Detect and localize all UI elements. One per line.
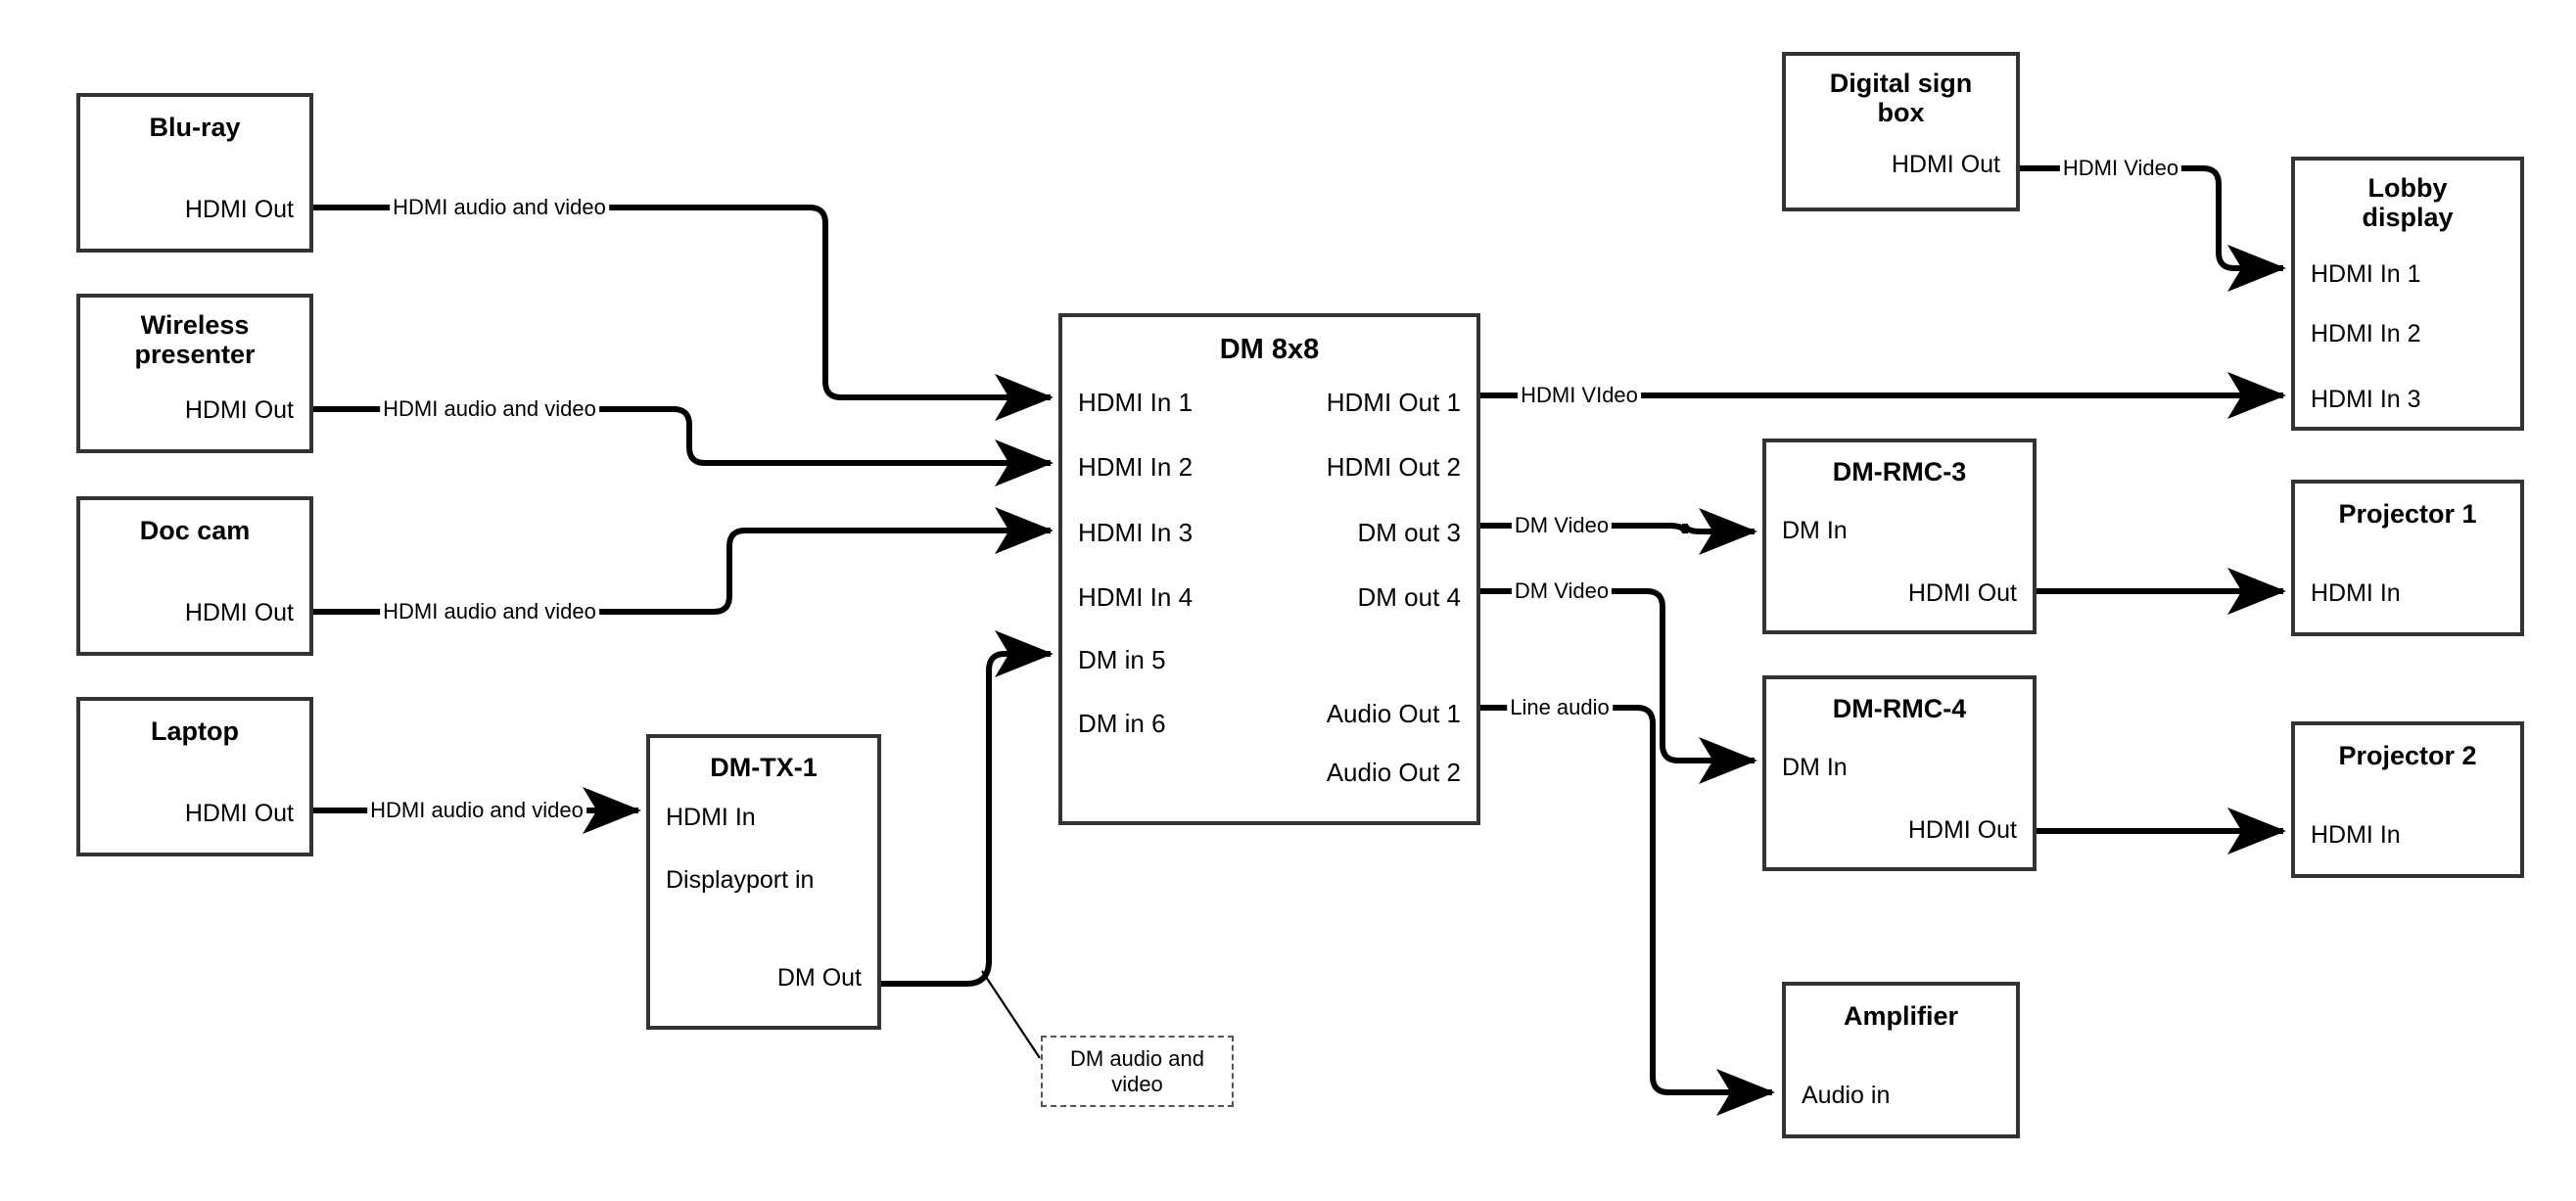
wire-label-blu-ray-hdmi-av: HDMI audio and video — [390, 195, 609, 220]
node-digital-sign-box[interactable]: Digital sign box HDMI Out — [1782, 52, 2020, 211]
port-projector-2-hdmi-in[interactable]: HDMI In — [2311, 821, 2401, 849]
port-dm-8x8-hdmi-in-1[interactable]: HDMI In 1 — [1078, 388, 1194, 417]
node-dm-rmc-4-title: DM-RMC-4 — [1832, 694, 1967, 723]
port-dm-8x8-hdmi-out-1[interactable]: HDMI Out 1 — [1326, 388, 1461, 417]
wire-label-wireless-presenter-hdmi-av: HDMI audio and video — [380, 396, 599, 422]
wire-label-dm-video-out-4: DM Video — [1511, 578, 1613, 604]
port-dm-rmc-3-dm-in[interactable]: DM In — [1782, 517, 1848, 544]
node-blu-ray[interactable]: Blu-ray HDMI Out — [76, 93, 313, 253]
node-lobby-display[interactable]: Lobby display HDMI In 1 HDMI In 2 HDMI I… — [2291, 157, 2524, 431]
wire-doc-cam-to-dm8x8 — [313, 507, 1054, 615]
wire-label-dm8x8-hdmi-video: HDMI VIdeo — [1518, 383, 1641, 408]
port-dm-8x8-hdmi-in-3[interactable]: HDMI In 3 — [1078, 518, 1194, 547]
leader-line-dm-audio-and-video — [981, 970, 1041, 1059]
node-laptop-title: Laptop — [151, 716, 239, 746]
node-projector-1-title: Projector 1 — [2338, 499, 2477, 529]
wire-blu-ray-to-dm8x8 — [313, 205, 1054, 421]
node-blu-ray-title: Blu-ray — [149, 113, 241, 142]
node-dm-rmc-3[interactable]: DM-RMC-3 DM In HDMI Out — [1762, 439, 2037, 634]
port-dm-8x8-hdmi-in-4[interactable]: HDMI In 4 — [1078, 582, 1194, 612]
port-dm-8x8-dm-out-4[interactable]: DM out 4 — [1357, 582, 1462, 612]
node-projector-1[interactable]: Projector 1 HDMI In — [2291, 480, 2524, 636]
wire-dm8x8-to-dm-rmc-4 — [1480, 588, 1757, 784]
wire-wireless-presenter-to-dm8x8 — [313, 406, 1054, 486]
wire-label-dm-video-out-3: DM Video — [1511, 513, 1613, 538]
node-wireless-presenter-title: Wireless presenter — [134, 310, 256, 370]
wire-label-line-audio: Line audio — [1507, 695, 1613, 720]
wire-dm8x8-to-dm-rmc-3 — [1480, 508, 1757, 555]
node-wireless-presenter[interactable]: Wireless presenter HDMI Out — [76, 294, 313, 453]
annotation-dm-audio-and-video: DM audio and video — [1041, 1036, 1234, 1107]
port-dm-tx-1-displayport-in[interactable]: Displayport in — [666, 866, 815, 894]
port-lobby-display-hdmi-in-3[interactable]: HDMI In 3 — [2311, 386, 2421, 413]
wire-digital-sign-box-to-lobby-display — [2020, 165, 2286, 292]
port-dm-8x8-hdmi-in-2[interactable]: HDMI In 2 — [1078, 452, 1194, 482]
node-doc-cam[interactable]: Doc cam HDMI Out — [76, 496, 313, 656]
port-dm-tx-1-hdmi-in[interactable]: HDMI In — [666, 804, 756, 831]
node-laptop[interactable]: Laptop HDMI Out — [76, 697, 313, 856]
node-dm-rmc-3-title: DM-RMC-3 — [1832, 457, 1967, 486]
port-dm-8x8-dm-in-5[interactable]: DM in 5 — [1078, 645, 1166, 674]
port-dm-8x8-audio-out-2[interactable]: Audio Out 2 — [1326, 758, 1461, 787]
annotation-dm-audio-and-video-text: DM audio and video — [1070, 1045, 1204, 1096]
node-lobby-display-title: Lobby display — [2362, 173, 2454, 233]
port-doc-cam-hdmi-out[interactable]: HDMI Out — [184, 599, 294, 626]
port-dm-8x8-dm-in-6[interactable]: DM in 6 — [1078, 709, 1166, 738]
node-doc-cam-title: Doc cam — [139, 516, 251, 545]
port-dm-tx-1-dm-out[interactable]: DM Out — [776, 964, 862, 992]
port-dm-rmc-4-hdmi-out[interactable]: HDMI Out — [1907, 816, 2017, 844]
port-dm-rmc-3-hdmi-out[interactable]: HDMI Out — [1907, 579, 2017, 607]
wire-dm8x8-to-amplifier — [1480, 705, 1775, 1116]
node-dm-8x8-title: DM 8x8 — [1219, 334, 1320, 365]
port-laptop-hdmi-out[interactable]: HDMI Out — [184, 800, 294, 827]
node-dm-tx-1[interactable]: DM-TX-1 HDMI In Displayport in DM Out — [646, 734, 881, 1030]
port-digital-sign-box-hdmi-out[interactable]: HDMI Out — [1891, 151, 2000, 178]
port-lobby-display-hdmi-in-1[interactable]: HDMI In 1 — [2311, 260, 2421, 288]
port-dm-8x8-hdmi-out-2[interactable]: HDMI Out 2 — [1326, 452, 1461, 482]
node-digital-sign-box-title: Digital sign box — [1829, 69, 1973, 128]
wire-label-laptop-hdmi-av: HDMI audio and video — [367, 798, 586, 823]
port-blu-ray-hdmi-out[interactable]: HDMI Out — [184, 196, 294, 223]
node-dm-tx-1-title: DM-TX-1 — [710, 753, 818, 782]
port-wireless-presenter-hdmi-out[interactable]: HDMI Out — [184, 396, 294, 424]
port-dm-rmc-4-dm-in[interactable]: DM In — [1782, 754, 1848, 781]
node-dm-rmc-4[interactable]: DM-RMC-4 DM In HDMI Out — [1762, 675, 2037, 871]
wire-label-doc-cam-hdmi-av: HDMI audio and video — [380, 599, 599, 624]
port-dm-8x8-audio-out-1[interactable]: Audio Out 1 — [1326, 699, 1461, 728]
node-amplifier[interactable]: Amplifier Audio in — [1782, 982, 2020, 1138]
node-projector-2[interactable]: Projector 2 HDMI In — [2291, 721, 2524, 878]
node-dm-8x8[interactable]: DM 8x8 HDMI In 1 HDMI In 2 HDMI In 3 HDM… — [1058, 313, 1480, 825]
wire-dm-tx-1-to-dm8x8 — [881, 630, 1054, 987]
port-lobby-display-hdmi-in-2[interactable]: HDMI In 2 — [2311, 320, 2421, 347]
node-amplifier-title: Amplifier — [1843, 1001, 1959, 1031]
wire-label-digital-sign-box-hdmi-video: HDMI Video — [2059, 156, 2182, 181]
port-projector-1-hdmi-in[interactable]: HDMI In — [2311, 579, 2401, 607]
node-projector-2-title: Projector 2 — [2338, 741, 2477, 770]
port-amplifier-audio-in[interactable]: Audio in — [1802, 1082, 1891, 1109]
port-dm-8x8-dm-out-3[interactable]: DM out 3 — [1357, 518, 1462, 547]
